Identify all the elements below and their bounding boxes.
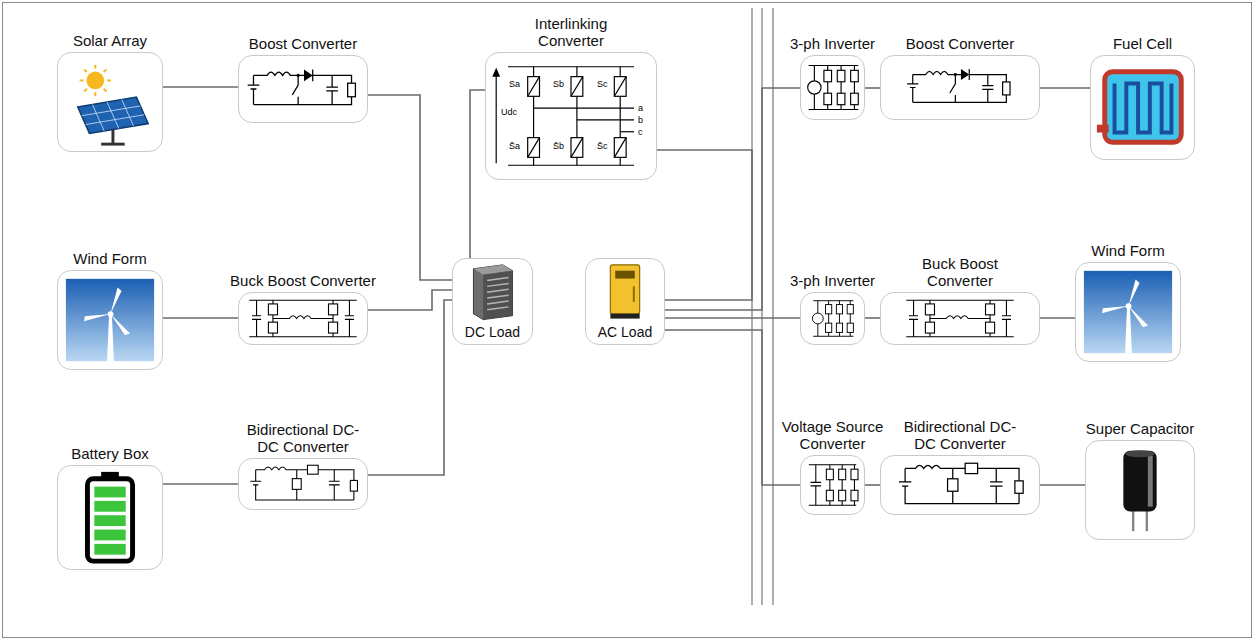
component-label: Buck Boost Converter bbox=[230, 272, 376, 289]
component-box: Boost Converter bbox=[880, 55, 1040, 120]
power-line bbox=[163, 317, 238, 319]
terminal-label: S̄a bbox=[509, 141, 520, 151]
component-box: Super Capacitor bbox=[1085, 440, 1195, 540]
terminal-label: a bbox=[638, 103, 643, 113]
component-label: Buck Boost Converter bbox=[910, 255, 1010, 289]
component-label: Wind Form bbox=[1091, 242, 1164, 259]
power-line bbox=[665, 317, 800, 319]
component-box: 3-ph Inverter bbox=[800, 292, 865, 345]
load-label: AC Load bbox=[586, 324, 664, 340]
load-label: DC Load bbox=[453, 324, 532, 340]
power-line bbox=[865, 87, 880, 89]
component-box: Boost Converter bbox=[238, 55, 368, 123]
boost-converter-symbol bbox=[881, 56, 1039, 119]
component-box: DC Load bbox=[452, 258, 533, 345]
component-box: Solar Array bbox=[57, 52, 163, 152]
power-line bbox=[163, 86, 238, 88]
component-box: Fuel Cell bbox=[1090, 55, 1195, 160]
buck-boost-symbol bbox=[239, 293, 367, 344]
component-box: Battery Box bbox=[57, 465, 163, 570]
component-label: 3-ph Inverter bbox=[790, 272, 875, 289]
solar-array-icon bbox=[58, 53, 162, 151]
terminal-label: Sa bbox=[509, 79, 520, 89]
component-label: Super Capacitor bbox=[1086, 420, 1194, 437]
component-label: Interlinking Converter bbox=[511, 15, 631, 49]
terminal-label: S̄c bbox=[597, 141, 608, 151]
power-line bbox=[368, 290, 452, 310]
component-label: Fuel Cell bbox=[1113, 35, 1172, 52]
battery-icon bbox=[58, 466, 162, 569]
buck-boost-symbol bbox=[881, 293, 1039, 344]
component-box: 3-ph Inverter bbox=[800, 55, 865, 120]
component-box: Bidirectional DC-DC Converter bbox=[238, 458, 368, 510]
bidirectional-converter-symbol bbox=[239, 459, 367, 509]
inverter-symbol bbox=[801, 56, 864, 119]
terminal-label: Sb bbox=[553, 79, 564, 89]
component-box: Buck Boost Converter bbox=[238, 292, 368, 345]
inverter-symbol bbox=[801, 293, 864, 344]
power-line bbox=[665, 330, 800, 485]
power-line bbox=[1040, 87, 1090, 89]
wind-turbine-icon bbox=[1076, 263, 1180, 361]
power-line bbox=[657, 150, 752, 300]
power-line bbox=[865, 484, 880, 486]
component-box: Wind Form bbox=[1075, 262, 1181, 362]
power-line bbox=[470, 90, 485, 258]
power-line bbox=[1040, 484, 1085, 486]
boost-converter-symbol bbox=[239, 56, 367, 122]
wind-turbine-icon bbox=[58, 271, 162, 369]
bidirectional-converter-symbol bbox=[881, 456, 1039, 514]
power-line bbox=[665, 88, 800, 310]
component-box: AC Load bbox=[585, 258, 665, 345]
fuel-cell-icon bbox=[1091, 56, 1194, 159]
component-box: Buck Boost Converter bbox=[880, 292, 1040, 345]
component-label: Solar Array bbox=[73, 32, 147, 49]
component-label: 3-ph Inverter bbox=[790, 35, 875, 52]
terminal-label: c bbox=[638, 127, 643, 137]
component-label: Voltage Source Converter bbox=[775, 418, 890, 452]
power-line bbox=[368, 300, 452, 475]
terminal-label: b bbox=[638, 115, 643, 125]
component-label: Bidirectional DC-DC Converter bbox=[238, 421, 368, 455]
voltage-source-converter-symbol bbox=[801, 456, 864, 514]
component-box: Wind Form bbox=[57, 270, 163, 370]
power-line bbox=[865, 317, 880, 319]
terminal-label: Udc bbox=[501, 107, 517, 117]
terminal-label: Sc bbox=[597, 79, 608, 89]
component-label: Bidirectional DC-DC Converter bbox=[895, 418, 1025, 452]
component-label: Boost Converter bbox=[906, 35, 1014, 52]
component-label: Battery Box bbox=[71, 445, 149, 462]
component-label: Boost Converter bbox=[249, 35, 357, 52]
power-line bbox=[1040, 317, 1075, 319]
component-label: Wind Form bbox=[73, 250, 146, 267]
terminal-label: S̄b bbox=[553, 141, 564, 151]
supercapacitor-icon bbox=[1086, 441, 1194, 539]
power-line bbox=[368, 95, 452, 280]
component-box: Voltage Source Converter bbox=[800, 455, 865, 515]
component-box: Bidirectional DC-DC Converter bbox=[880, 455, 1040, 515]
power-line bbox=[163, 483, 238, 485]
